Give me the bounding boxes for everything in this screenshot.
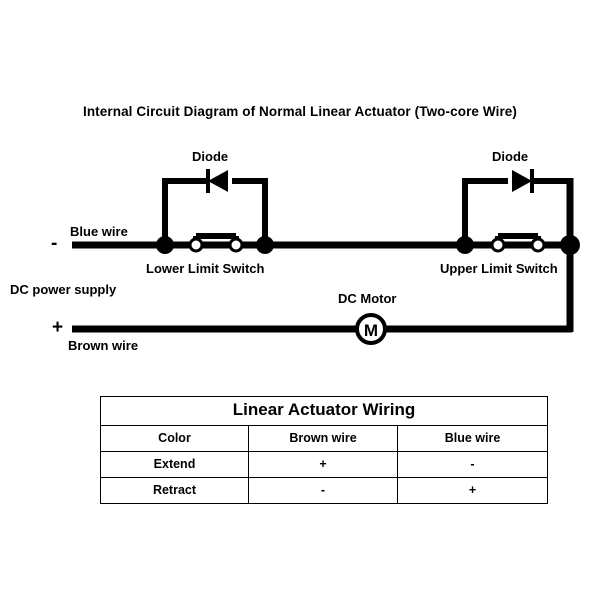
table-header-brown-wire: Brown wire xyxy=(248,425,398,452)
label-diode-right: Diode xyxy=(492,149,529,164)
label-diode-left: Diode xyxy=(192,149,229,164)
wiring-table-title: Linear Actuator Wiring xyxy=(99,396,549,426)
row-retract-blue: + xyxy=(396,477,549,504)
label-upper-limit-switch: Upper Limit Switch xyxy=(440,261,558,276)
table-title-row: Linear Actuator Wiring xyxy=(99,396,549,426)
diode-right-triangle-icon xyxy=(512,170,532,192)
diode-left-triangle-icon xyxy=(208,170,228,192)
negative-terminal-sign: - xyxy=(51,233,58,254)
row-retract-label: Retract xyxy=(100,477,249,504)
row-retract-brown: - xyxy=(248,477,398,504)
lower-node-left xyxy=(156,236,174,254)
label-blue-wire: Blue wire xyxy=(70,224,128,239)
wiring-table: Linear Actuator Wiring Color Brown wire … xyxy=(99,396,549,504)
positive-terminal-sign: + xyxy=(52,317,64,338)
dc-motor-symbol xyxy=(355,313,387,345)
row-extend-brown: + xyxy=(248,451,398,478)
table-header-color: Color xyxy=(100,425,249,452)
page-title: Internal Circuit Diagram of Normal Linea… xyxy=(82,104,518,119)
upper-node-right xyxy=(560,235,580,255)
dc-motor-symbol-letter: M xyxy=(364,321,378,340)
upper-switch-contact-right xyxy=(530,237,546,253)
lower-switch-contact-right xyxy=(228,237,244,253)
table-header-blue-wire: Blue wire xyxy=(396,425,549,452)
upper-switch-contact-left xyxy=(490,237,506,253)
label-brown-wire: Brown wire xyxy=(68,338,139,353)
table-row: Extend + - xyxy=(100,451,549,478)
label-dc-motor: DC Motor xyxy=(338,291,397,306)
row-extend-blue: - xyxy=(396,451,549,478)
lower-node-right xyxy=(256,236,274,254)
table-header-row: Color Brown wire Blue wire xyxy=(100,425,549,452)
label-dc-power-supply: DC power supply xyxy=(10,282,117,297)
label-lower-limit-switch: Lower Limit Switch xyxy=(146,261,265,276)
table-row: Retract - + xyxy=(100,477,549,504)
upper-node-left xyxy=(456,236,474,254)
lower-switch-contact-left xyxy=(188,237,204,253)
row-extend-label: Extend xyxy=(100,451,249,478)
